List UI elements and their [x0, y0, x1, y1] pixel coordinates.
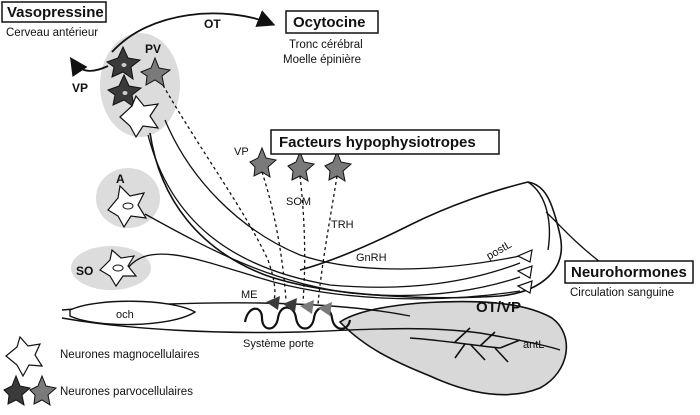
label-som: SOM	[286, 196, 311, 208]
label-so: SO	[76, 264, 93, 278]
parvo-star-som	[287, 150, 316, 183]
axon-tract-2	[144, 213, 521, 297]
magno-neuron-pv	[119, 94, 160, 139]
parvo-fibre-pv	[159, 79, 276, 301]
me-terminal-3	[300, 300, 314, 314]
me-terminal-2	[283, 298, 297, 312]
label-systeme-porte: Système porte	[243, 338, 314, 350]
neurohormones-box	[564, 260, 694, 284]
ocytocine-sub2: Moelle épinière	[283, 54, 361, 66]
me-terminal-1	[266, 296, 280, 310]
parvo-star-trh	[324, 150, 353, 183]
portal-system-coils	[243, 306, 352, 330]
terminal-1	[516, 249, 533, 263]
label-a: A	[116, 172, 125, 186]
parvo-fibre-vp	[261, 171, 287, 301]
parvo-neuron-1	[105, 45, 142, 81]
label-och: och	[116, 309, 134, 321]
anterior-pituitary	[338, 300, 568, 396]
parvo-neuron-3	[139, 56, 172, 88]
magno-nucleus-a	[122, 202, 134, 210]
parvo-nucleus-2	[122, 91, 128, 95]
terminal-2	[516, 265, 533, 279]
vp-arrow	[70, 57, 109, 77]
legend-parvo-label: Neurones parvocellulaires	[60, 386, 193, 398]
neurohormones-bracket	[545, 211, 601, 263]
legend-parvo-icon-1	[3, 374, 32, 407]
label-gnrh: GnRH	[356, 252, 387, 264]
vasopressine-title: Vasopressine	[7, 4, 104, 21]
vasopressine-box	[1, 1, 107, 23]
neurohormones-title: Neurohormones	[571, 264, 687, 281]
label-me: ME	[241, 289, 258, 301]
parvo-neuron-2	[106, 73, 143, 109]
legend-parvo-icon-2	[29, 374, 58, 407]
pituitary-inner-line	[527, 181, 551, 251]
label-pv: PV	[145, 42, 161, 56]
facteurs-box	[270, 129, 500, 155]
legend-magno-label: Neurones magnocellulaires	[60, 349, 200, 361]
magno-nucleus-so	[112, 264, 124, 272]
parvo-fibre-som	[299, 175, 306, 303]
axon-tract-1	[147, 134, 521, 288]
axon-tract-3	[127, 253, 521, 300]
ocytocine-sub1: Tronc cérébral	[289, 39, 363, 51]
legend-magno-icon	[5, 335, 44, 378]
optic-chiasm	[69, 300, 197, 326]
label-ot-top: OT	[204, 17, 221, 31]
ocytocine-box	[285, 10, 379, 34]
portal-lower-line	[61, 317, 561, 351]
facteurs-title: Facteurs hypophysiotropes	[279, 134, 476, 151]
me-terminal-4	[318, 302, 332, 316]
ocytocine-title: Ocytocine	[293, 14, 366, 31]
posterior-pituitary	[149, 132, 563, 299]
label-vp-left: VP	[72, 81, 88, 95]
axon-tract-4	[164, 119, 521, 270]
vasopressine-sub: Cerveau antérieur	[6, 27, 98, 39]
label-postl: postL	[485, 239, 514, 263]
parvo-star-vp	[249, 146, 278, 179]
magno-neuron-so	[99, 248, 138, 288]
terminal-3	[516, 280, 533, 294]
label-antl: antL	[523, 339, 544, 351]
parvo-nucleus-1	[121, 63, 127, 67]
label-otvp: OT/VP	[476, 299, 521, 316]
ot-arrow	[111, 10, 276, 53]
antl-vessels	[409, 327, 521, 363]
label-trh: TRH	[331, 219, 354, 231]
magno-neuron-a	[107, 184, 148, 229]
label-vp-fibre: VP	[234, 146, 249, 158]
parvo-fibre-trh	[317, 175, 338, 305]
neurohormones-sub: Circulation sanguine	[570, 287, 674, 299]
